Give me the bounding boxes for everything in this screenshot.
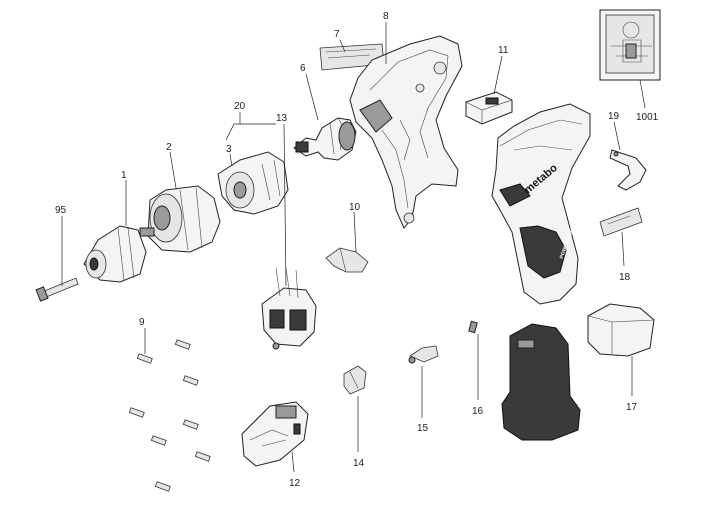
part-19-drawing [35, 277, 79, 302]
part-13-drawing [261, 267, 317, 350]
screw [182, 419, 199, 430]
part-6-drawing [293, 117, 357, 161]
label-12: 11 [498, 45, 509, 56]
label-15: 15 [417, 423, 429, 434]
label-10: 12 [289, 478, 301, 489]
part-95-drawing [587, 303, 655, 357]
part-1-drawing [83, 225, 147, 283]
label-14: 14 [353, 458, 365, 469]
screw [194, 451, 211, 462]
part-7-drawing [319, 43, 385, 71]
label-17: 18 [619, 272, 631, 283]
label-7: 7 [334, 29, 340, 40]
battery-body-drawing [501, 323, 581, 441]
part-3-drawing [217, 151, 289, 215]
part-18-drawing [609, 149, 647, 191]
part-17-drawing [599, 207, 643, 237]
part-12-drawing [465, 91, 513, 125]
part-9-drawing [128, 339, 211, 492]
part-10-drawing [241, 401, 309, 467]
screw [128, 407, 145, 418]
label-20: 20 [234, 101, 246, 112]
label-18: 19 [608, 111, 620, 122]
part-2-drawing [139, 185, 221, 253]
part-14-drawing [343, 365, 367, 395]
housing-shell-drawing: metabo POWERMAXX [491, 103, 591, 305]
screw [154, 481, 171, 492]
label-19: 95 [55, 205, 67, 216]
part-1001-drawing [599, 9, 661, 81]
label-9: 9 [139, 317, 145, 328]
screw [182, 375, 199, 386]
label-11: 10 [349, 202, 361, 213]
part-11-drawing [325, 247, 369, 273]
screw [136, 353, 153, 364]
label-3: 3 [226, 144, 232, 155]
label-13: 13 [276, 113, 288, 124]
label-1001: 1001 [636, 112, 659, 123]
screw [174, 339, 191, 350]
label-95: 17 [626, 402, 638, 413]
part-15-drawing [408, 345, 439, 364]
label-1: 1 [121, 170, 127, 181]
label-2: 2 [166, 142, 172, 153]
label-6: 6 [300, 63, 306, 74]
label-8: 8 [383, 11, 389, 22]
screw [150, 435, 167, 446]
part-8-drawing [349, 35, 463, 229]
label-16: 16 [472, 406, 484, 417]
part-16-drawing [468, 320, 478, 334]
